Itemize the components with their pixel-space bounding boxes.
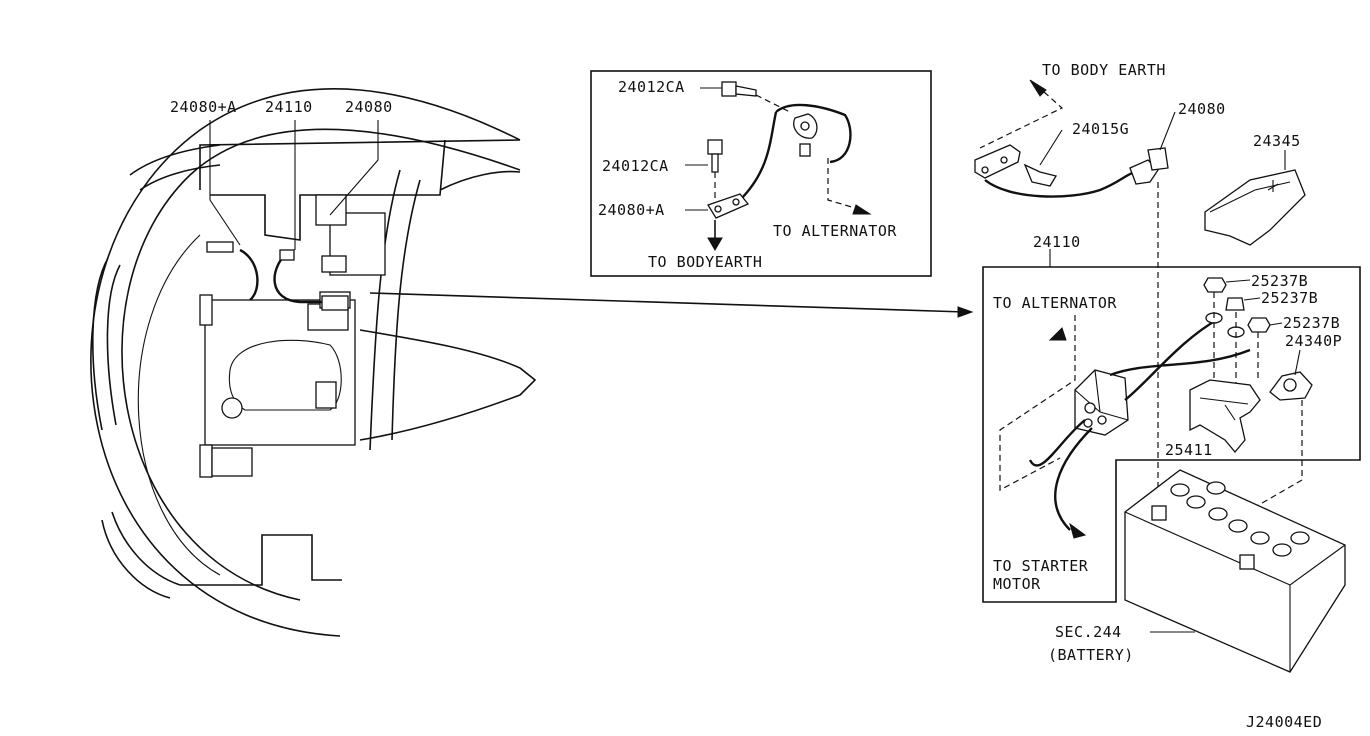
battery-labels: SEC.244 (BATTERY)	[1048, 623, 1134, 664]
label-24080: 24080	[345, 98, 393, 116]
detail-frame	[590, 70, 932, 277]
label-24110-box: 24110	[1033, 233, 1081, 251]
battery-cable-group	[982, 249, 1361, 603]
label-24340p: 24340P	[1285, 332, 1342, 350]
detail-labels: 24012CA 24012CA 24080+A TO ALTERNATOR TO…	[598, 78, 897, 271]
label-to-body-earth: TO BODY EARTH	[1042, 61, 1166, 79]
battery-cells	[1151, 481, 1310, 570]
label-24015g: 24015G	[1072, 120, 1129, 138]
engine-bay-outline	[90, 87, 974, 637]
label-25411: 25411	[1165, 441, 1213, 459]
battery-group-labels: 24110 TO ALTERNATOR 25237B 25237B 25237B…	[993, 233, 1342, 593]
label-to-alternator-box: TO ALTERNATOR	[993, 294, 1117, 312]
earth-cable-detail	[590, 70, 932, 277]
diagram-code: J24004ED	[1246, 713, 1322, 731]
label-to-alternator-detail: TO ALTERNATOR	[773, 222, 897, 240]
label-24080-right: 24080	[1178, 100, 1226, 118]
battery-illustration	[1124, 469, 1346, 673]
label-sec-244: SEC.244	[1055, 623, 1122, 641]
label-24080-a-detail: 24080+A	[598, 201, 665, 219]
label-24012ca-mid: 24012CA	[602, 157, 669, 175]
label-battery: (BATTERY)	[1048, 646, 1134, 664]
overview-labels: 24080+A 24110 24080	[170, 98, 393, 116]
label-to-bodyearth-detail: TO BODYEARTH	[648, 253, 762, 271]
upper-right-parts	[974, 79, 1306, 500]
label-25237b-1: 25237B	[1251, 272, 1308, 290]
label-25237b-2: 25237B	[1261, 289, 1318, 307]
label-to-starter: TO STARTER	[993, 557, 1089, 575]
label-motor: MOTOR	[993, 575, 1041, 593]
label-24080-a: 24080+A	[170, 98, 237, 116]
group-frame	[982, 266, 1361, 603]
label-25237b-3: 25237B	[1283, 314, 1340, 332]
label-24110: 24110	[265, 98, 313, 116]
label-24012ca-top: 24012CA	[618, 78, 685, 96]
upper-right-labels: TO BODY EARTH 24015G 24080 24345	[1042, 61, 1301, 150]
label-24345: 24345	[1253, 132, 1301, 150]
